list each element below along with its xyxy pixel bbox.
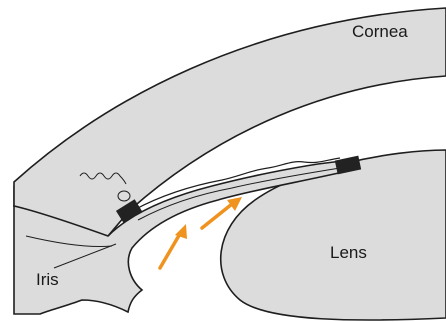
iris-label: Iris: [36, 270, 59, 289]
cornea-label: Cornea: [352, 22, 408, 41]
lens-label: Lens: [330, 243, 367, 262]
